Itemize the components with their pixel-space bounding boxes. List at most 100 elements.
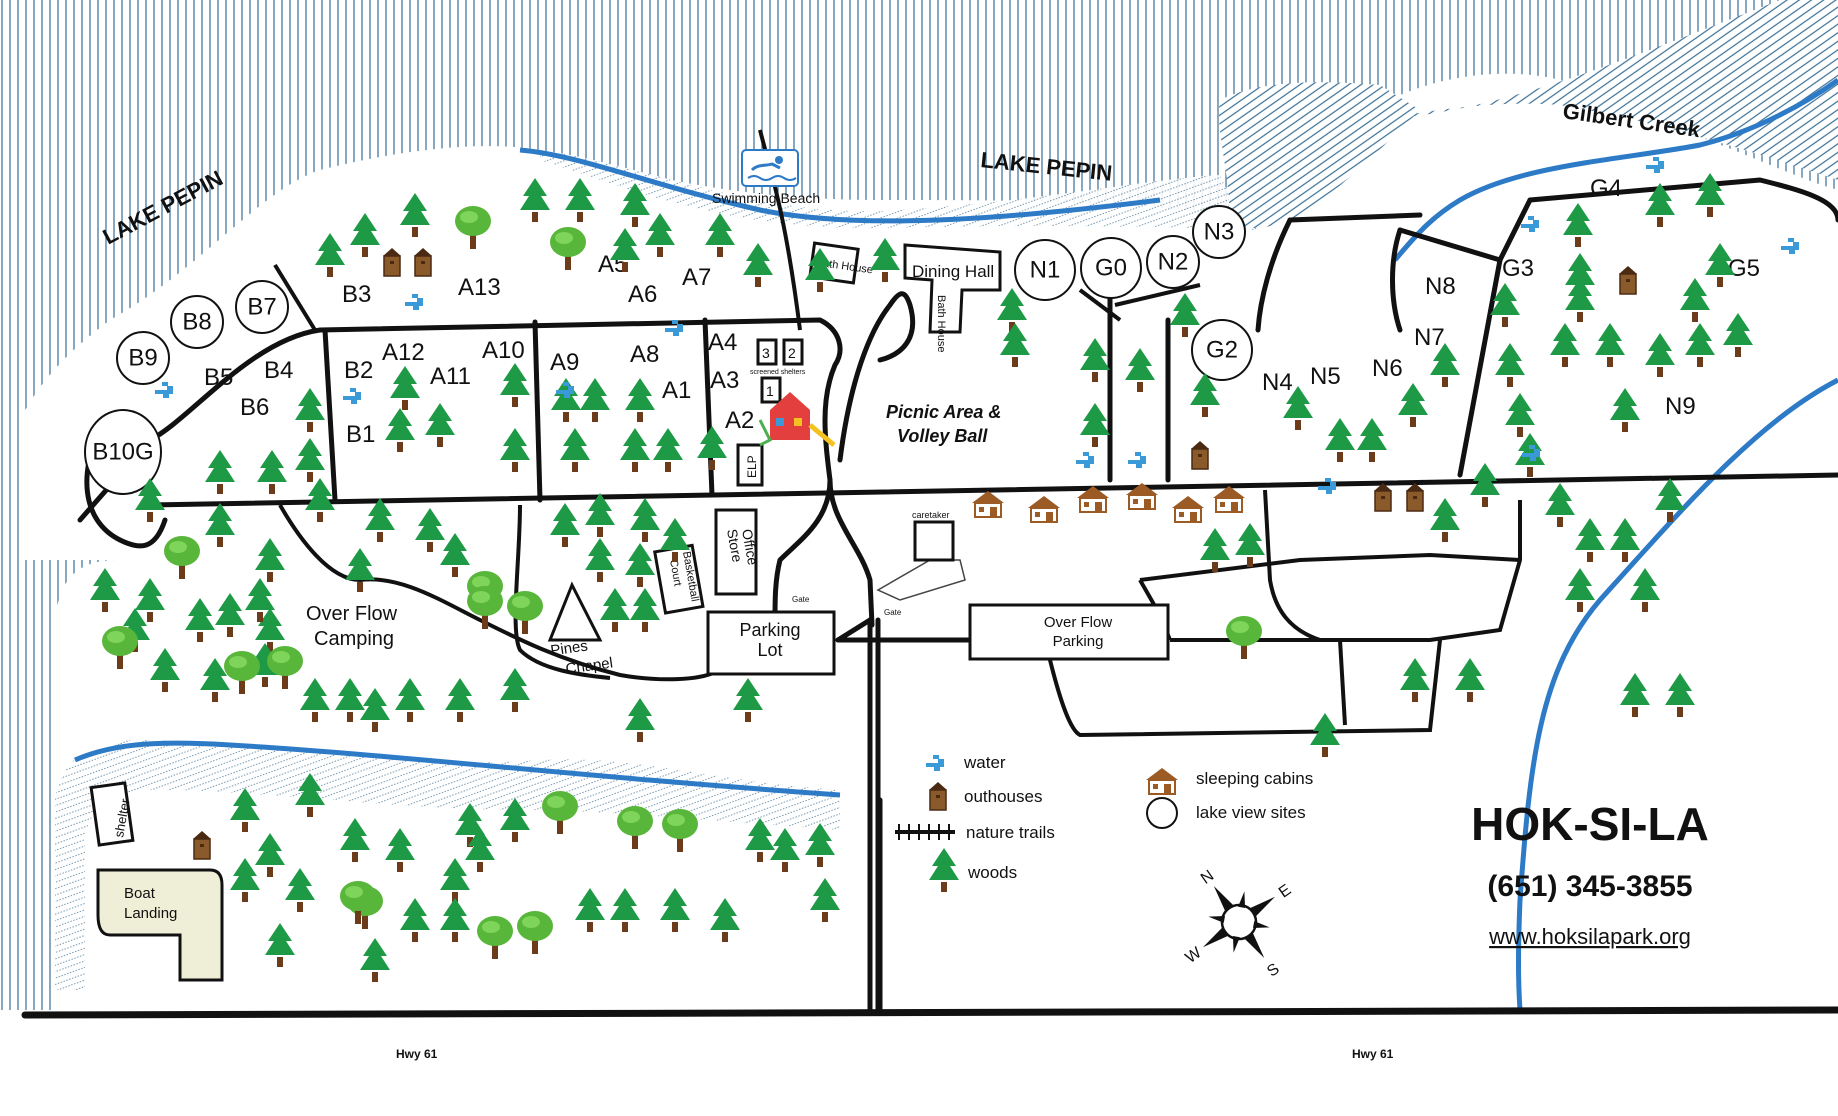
site-b3[interactable]: B3: [342, 281, 371, 308]
site-g3[interactable]: G3: [1502, 255, 1534, 282]
boat-landing[interactable]: Boat Landing: [96, 868, 224, 982]
svg-text:G2: G2: [1206, 336, 1238, 363]
site-a3[interactable]: A3: [710, 367, 739, 394]
shelter-3-label: 3: [762, 345, 770, 361]
site-b9[interactable]: B9: [116, 331, 170, 385]
screened-shelters[interactable]: 3 2 1 screened shelters: [750, 338, 806, 404]
overflow-camping-label-2: Camping: [314, 628, 394, 650]
svg-text:B10G: B10G: [92, 438, 153, 465]
site-g4[interactable]: G4: [1590, 175, 1622, 202]
gilbert-creek-south: [1516, 377, 1838, 1011]
site-a6[interactable]: A6: [628, 281, 657, 308]
legend-trails: nature trails: [966, 823, 1055, 842]
site-a1[interactable]: A1: [662, 377, 691, 404]
swimmer-icon: [775, 156, 783, 164]
site-b1[interactable]: B1: [346, 421, 375, 448]
parking-lot-label-2: Lot: [757, 640, 782, 660]
site-b7[interactable]: B7: [235, 280, 289, 334]
dining-hall[interactable]: Dining Hall: [903, 243, 1002, 334]
picnic-area-label-2: Volley Ball: [897, 426, 988, 446]
office-store[interactable]: Office Store: [714, 508, 761, 596]
site-n6[interactable]: N6: [1372, 355, 1403, 382]
park-phone: (651) 345-3855: [1487, 870, 1692, 903]
svg-text:B9: B9: [128, 344, 157, 371]
site-a2[interactable]: A2: [725, 407, 754, 434]
trail-icon: [895, 824, 955, 840]
site-n4[interactable]: N4: [1262, 369, 1293, 396]
parking-lot[interactable]: Parking Lot: [706, 610, 836, 676]
site-a11[interactable]: A11: [430, 363, 471, 390]
gate-label-1: Gate: [792, 595, 810, 604]
parking-lot-label-1: Parking: [739, 620, 800, 640]
caretaker-label: caretaker: [912, 510, 950, 520]
site-n5[interactable]: N5: [1310, 363, 1341, 390]
svg-text:G0: G0: [1095, 254, 1127, 281]
boat-landing-label-2: Landing: [124, 905, 177, 922]
svg-text:N2: N2: [1158, 248, 1189, 275]
office-store-label-1: Office: [739, 528, 761, 567]
site-n8[interactable]: N8: [1425, 273, 1456, 300]
bath-house-dining-label: Bath House: [935, 295, 947, 352]
site-b2[interactable]: B2: [344, 357, 373, 384]
playground: [758, 392, 836, 447]
site-a4[interactable]: A4: [708, 329, 737, 356]
site-n7[interactable]: N7: [1414, 324, 1445, 351]
site-a12[interactable]: A12: [382, 339, 425, 366]
site-b4[interactable]: B4: [264, 357, 293, 384]
overflow-parking[interactable]: Over Flow Parking: [968, 603, 1170, 661]
shelter-1-label: 1: [766, 383, 774, 399]
site-b6[interactable]: B6: [240, 394, 269, 421]
bath-house-dining[interactable]: Bath House: [935, 295, 947, 352]
svg-text:N3: N3: [1204, 218, 1235, 245]
park-name: HOK-SI-LA: [1471, 798, 1709, 850]
overflow-parking-label-1: Over Flow: [1044, 614, 1113, 631]
shelter-label: shelter: [111, 797, 133, 839]
site-a9[interactable]: A9: [550, 349, 579, 376]
park-url[interactable]: www.hoksilapark.org: [1488, 924, 1691, 949]
lake-view-circle-icon: [1146, 797, 1178, 829]
office-store-label-2: Store: [724, 528, 746, 564]
site-g2[interactable]: G2: [1191, 319, 1253, 381]
site-b8[interactable]: B8: [170, 295, 224, 349]
shoreline-creek-left: [74, 740, 841, 798]
gilbert-creek: [1393, 77, 1838, 262]
site-g5[interactable]: G5: [1728, 255, 1760, 282]
nature-trails: [273, 129, 1522, 738]
site-n3[interactable]: N3: [1192, 205, 1246, 259]
site-a8[interactable]: A8: [630, 341, 659, 368]
site-n2[interactable]: N2: [1146, 235, 1200, 289]
shelter-building[interactable]: shelter: [89, 781, 135, 847]
site-b5[interactable]: B5: [204, 364, 233, 391]
campsite-labels: A1 A2 A3 A4 A5 A6 A7 A8 A9 A10 A11 A12 A…: [204, 175, 1760, 448]
legend-outhouses: outhouses: [964, 787, 1042, 806]
swimming-beach-label: Swimming Beach: [712, 190, 820, 206]
svg-text:B8: B8: [182, 308, 211, 335]
svg-text:B7: B7: [247, 293, 276, 320]
pines-chapel-label-1: Pines: [549, 637, 589, 659]
legend: water outhouses nature trails woods slee…: [895, 753, 1313, 892]
site-n9[interactable]: N9: [1665, 393, 1696, 420]
pines-chapel[interactable]: Pines Chapel: [547, 581, 614, 678]
site-a13[interactable]: A13: [458, 274, 501, 301]
lake-view-sites: B7 B8 B9 B10G N1 G0 N2 N3 G2: [84, 205, 1253, 495]
site-a10[interactable]: A10: [482, 337, 525, 364]
dining-hall-label: Dining Hall: [912, 262, 994, 281]
legend-lakeview: lake view sites: [1196, 803, 1306, 822]
elp-label: ELP: [745, 455, 759, 478]
site-b10g[interactable]: B10G: [84, 409, 162, 495]
site-a7[interactable]: A7: [682, 264, 711, 291]
screened-shelters-label: screened shelters: [750, 369, 806, 376]
basketball-court[interactable]: Basketball Court: [653, 543, 705, 615]
pines-chapel-label-2: Chapel: [565, 654, 614, 677]
svg-text:N1: N1: [1030, 256, 1061, 283]
site-n1[interactable]: N1: [1014, 239, 1076, 301]
legend-woods: woods: [967, 863, 1017, 882]
legend-water: water: [963, 753, 1006, 772]
legend-cabins: sleeping cabins: [1196, 769, 1313, 788]
hwy-61-right: Hwy 61: [1352, 1047, 1394, 1061]
site-g0[interactable]: G0: [1080, 237, 1142, 299]
basketball-label-2: Court: [667, 558, 683, 587]
elp-building[interactable]: ELP: [736, 443, 764, 487]
swimming-beach[interactable]: Swimming Beach: [712, 149, 820, 206]
caretaker-house[interactable]: caretaker: [912, 510, 955, 562]
